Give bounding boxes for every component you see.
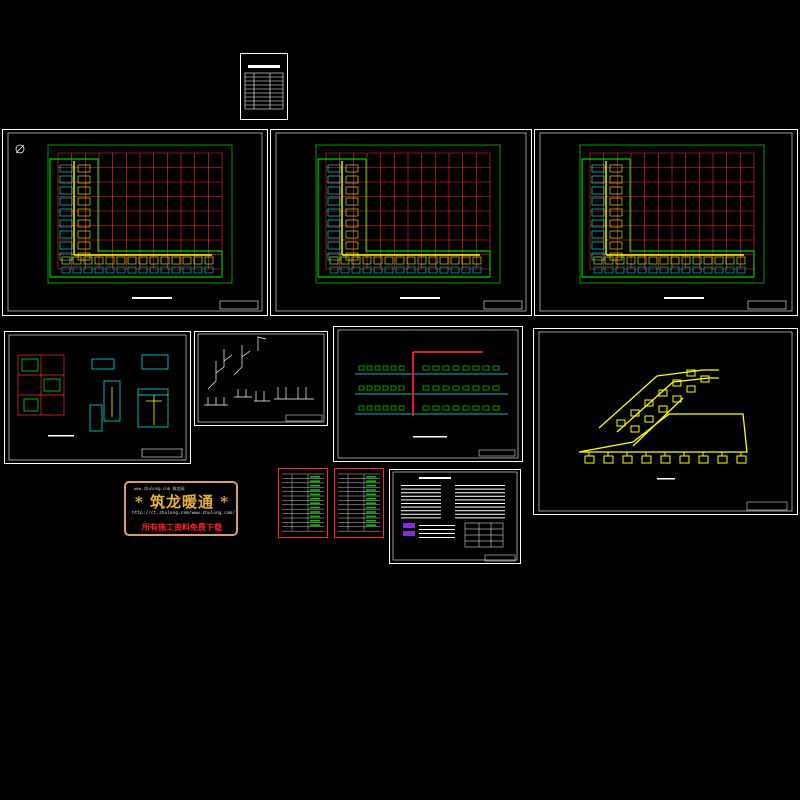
sheet-floor-plan-1[interactable] <box>2 129 268 316</box>
isometric-ducts <box>578 369 748 453</box>
iso-terminal-units <box>584 369 747 464</box>
index-title-bar <box>248 65 280 68</box>
riser-pipes <box>204 336 314 406</box>
north-arrow-icon <box>15 144 25 154</box>
section-grid <box>17 354 65 416</box>
notes-text-lines <box>401 485 505 538</box>
sheet-isometric-system[interactable] <box>533 328 798 515</box>
section-walls <box>21 358 61 412</box>
title-block <box>219 300 259 310</box>
sheet-riser-diagram[interactable] <box>194 331 328 426</box>
plan-title-bar <box>400 297 440 299</box>
sheet-floor-plan-2[interactable] <box>270 129 532 316</box>
riser-main <box>412 351 483 416</box>
plan-title-bar <box>664 297 704 299</box>
sheet-detail-sections[interactable] <box>4 331 191 464</box>
column-grid <box>315 144 501 284</box>
watermark-title: * 筑龙暖通 * <box>134 493 230 511</box>
equipment-table-rows <box>282 473 324 532</box>
plan-title-bar <box>132 297 172 299</box>
terminal-units <box>358 365 500 411</box>
building-plan <box>581 158 755 278</box>
detail-drawings <box>89 354 169 432</box>
sheet-system-elevation[interactable] <box>333 326 523 462</box>
column-grid <box>579 144 765 284</box>
watermark-footer: 所有施工资料免费下载 <box>142 522 222 532</box>
sheet-cover-index[interactable] <box>240 53 288 120</box>
sheet-floor-plan-3[interactable] <box>534 129 798 316</box>
elevation-levels <box>355 373 508 415</box>
equipment-table-rows <box>338 473 380 532</box>
title-block <box>141 448 183 458</box>
building-plan <box>317 158 491 278</box>
title-block <box>747 300 787 310</box>
building-plan <box>49 158 223 278</box>
column-grid <box>47 144 233 284</box>
title-block <box>285 414 323 422</box>
title-block <box>484 554 516 562</box>
index-table <box>244 72 284 110</box>
sheet-design-notes[interactable] <box>389 469 521 564</box>
title-block <box>483 300 523 310</box>
watermark-url[interactable]: http://ct.zhulong.com/www.zhulong.com/ <box>132 511 235 516</box>
watermark-site-line: www.zhulong.com 筑龙网 <box>134 486 185 491</box>
zhulong-watermark-logo[interactable]: www.zhulong.com 筑龙网 * 筑龙暖通 * http://ct.z… <box>124 481 238 536</box>
notes-title-bar <box>419 477 451 479</box>
notes-legend-table <box>464 522 504 548</box>
title-block <box>478 449 516 457</box>
sheet-equipment-table-a[interactable] <box>278 468 328 538</box>
sheet-equipment-table-b[interactable] <box>334 468 384 538</box>
title-block <box>746 501 788 511</box>
